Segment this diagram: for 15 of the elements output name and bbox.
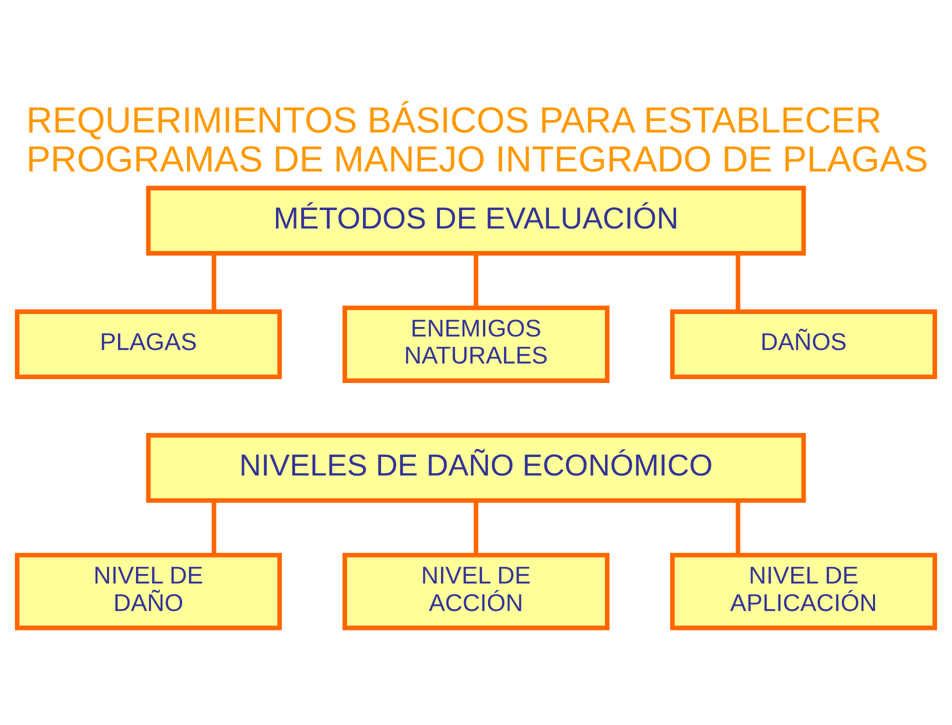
connector <box>736 501 740 555</box>
node-box: NIVELES DE DAÑO ECONÓMICO <box>146 433 806 503</box>
connector <box>474 501 478 555</box>
node-box: ENEMIGOS NATURALES <box>342 306 610 383</box>
connector <box>212 501 216 555</box>
node-box: MÉTODOS DE EVALUACIÓN <box>146 186 806 256</box>
node-box: DAÑOS <box>670 309 938 380</box>
node-box: NIVEL DE ACCIÓN <box>342 552 610 630</box>
connector <box>736 254 740 312</box>
node-box: PLAGAS <box>14 309 282 380</box>
node-box: NIVEL DE APLICACIÓN <box>670 552 938 630</box>
connector <box>212 254 216 312</box>
connector <box>474 254 478 308</box>
diagram-title: REQUERIMIENTOS BÁSICOS PARA ESTABLECER PROGRAMAS DE MANEJO INTEGRADO DE PLAGAS <box>26 99 928 180</box>
node-box: NIVEL DE DAÑO <box>14 552 282 630</box>
